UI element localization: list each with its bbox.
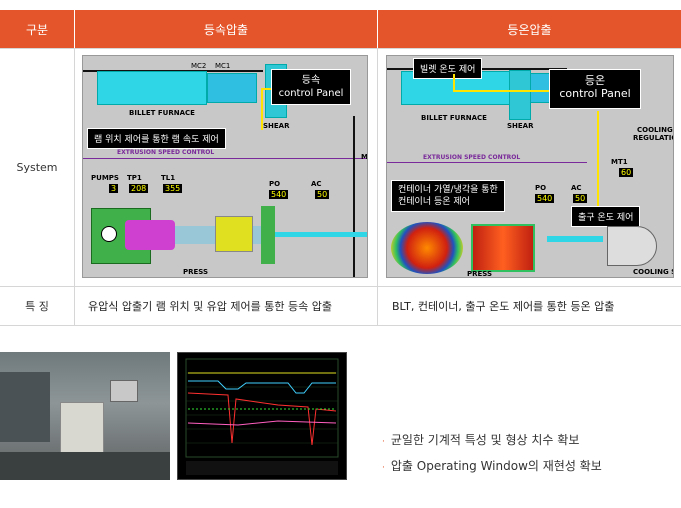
- floor: [0, 452, 170, 480]
- tl1-label: TL1: [161, 174, 176, 182]
- ac-value: 50: [573, 194, 588, 203]
- mt1-value: 60: [619, 168, 634, 177]
- monitor: [110, 380, 138, 402]
- billet-furnace: [97, 71, 207, 105]
- furnace-label: BILLET FURNACE: [421, 114, 487, 122]
- cooling-system-label: COOLING SY: [633, 268, 673, 276]
- constant-speed-scada-diagram: MC2 MC1 BILLET FURNACE SHEAR 등속 control …: [82, 55, 368, 278]
- section-label: EXTRUSION SPEED CONTROL: [423, 154, 521, 161]
- benefit-item: · 균일한 기계적 특성 및 형상 치수 확보: [382, 428, 602, 454]
- feature-constant-speed: 유압식 압출기 램 위치 및 유압 제어를 통한 등속 압출: [88, 299, 332, 313]
- po-value: 540: [535, 194, 555, 203]
- press-label: PRESS: [467, 270, 493, 278]
- bullet-dot-icon: ·: [382, 463, 385, 473]
- shear-label: SHEAR: [263, 122, 290, 130]
- trend-line-cyan: [188, 380, 336, 394]
- divider: [0, 286, 681, 287]
- benefit-list: · 균일한 기계적 특성 및 형상 치수 확보 · 압출 Operating Win…: [382, 428, 602, 480]
- tp1-label: TP1: [127, 174, 142, 182]
- divider: [83, 158, 367, 159]
- ac-label: AC: [571, 184, 582, 192]
- benefit-text: 압출 Operating Window의 재현성 확보: [390, 459, 602, 473]
- extrudate-line: [547, 236, 603, 242]
- row-label-features: 특 징: [25, 299, 49, 313]
- ram-cylinder: [125, 220, 175, 250]
- gauge-icon: [101, 226, 117, 242]
- section-label: EXTRUSION SPEED CONTROL: [117, 149, 215, 156]
- po-label: PO: [269, 180, 281, 188]
- trend-line-pink: [187, 420, 337, 426]
- signal-line: [453, 74, 455, 92]
- po-value: 540: [269, 190, 289, 199]
- pumps-value: 3: [109, 184, 119, 193]
- die-platen: [261, 206, 275, 264]
- signal-line: [597, 111, 599, 211]
- container-cutaway: [391, 222, 463, 274]
- pipe-line: [353, 116, 355, 277]
- cooling-regulation-line2: REGULATION: [633, 134, 673, 142]
- trend-line-red: [187, 392, 337, 446]
- mc2-label: MC2: [191, 62, 207, 70]
- press-label: PRESS: [183, 268, 209, 276]
- shear-label: SHEAR: [507, 122, 534, 130]
- container-temp-callout: 컨테이너 가열/냉각을 통한 컨테이너 등온 제어: [391, 180, 505, 212]
- callout-line2: 컨테이너 등온 제어: [398, 197, 470, 207]
- billet-furnace-section: [207, 73, 257, 103]
- tl1-value: 355: [163, 184, 183, 193]
- tp1-value: 208: [129, 184, 149, 193]
- shear: [509, 70, 531, 120]
- control-panel-box: 등속 control Panel: [271, 69, 351, 105]
- panel-line2: control Panel: [559, 87, 631, 100]
- bullet-dot-icon: ·: [382, 437, 385, 447]
- ram-speed-callout: 램 위치 제어를 통한 램 속도 제어: [87, 128, 226, 149]
- pumps-label: PUMPS: [91, 174, 119, 182]
- furnace-label: BILLET FURNACE: [129, 109, 195, 117]
- exit-temp-callout: 출구 온도 제어: [571, 206, 641, 227]
- mc1-label: MC1: [215, 62, 231, 70]
- extrudate-line: [275, 232, 367, 237]
- divider: [387, 162, 587, 163]
- divider: [377, 48, 378, 325]
- benefit-item: · 압출 Operating Window의 재현성 확보: [382, 454, 602, 480]
- cooling-regulation-line1: COOLING: [637, 126, 673, 134]
- billet-temp-callout: 빌렛 온도 제어: [413, 58, 483, 79]
- panel-line1: 등속: [301, 75, 321, 86]
- cooling-unit: [607, 226, 657, 266]
- feature-isothermal: BLT, 컨테이너, 출구 온도 제어를 통한 등온 압출: [392, 299, 615, 313]
- panel-line1: 등온: [584, 74, 606, 87]
- ac-value: 50: [315, 190, 330, 199]
- header-isothermal: 등온압출: [378, 10, 681, 48]
- benefit-text: 균일한 기계적 특성 및 형상 치수 확보: [390, 433, 580, 447]
- container: [215, 216, 253, 252]
- divider: [0, 48, 681, 49]
- control-panel-box: 등온 control Panel: [549, 69, 641, 109]
- process-trend-graph: [177, 352, 347, 480]
- row-label-system: System: [16, 160, 58, 174]
- trend-chart: [185, 358, 339, 475]
- isothermal-scada-diagram: BILLET FURNACE SHEAR 빌렛 온도 제어 등온 control…: [386, 55, 674, 278]
- container-cutaway-body: [471, 224, 535, 272]
- divider: [0, 325, 681, 326]
- signal-line: [261, 88, 263, 130]
- divider: [74, 48, 75, 325]
- mt1-label: MT1: [611, 158, 628, 166]
- legend-area: [186, 461, 338, 475]
- po-label: PO: [535, 184, 547, 192]
- callout-line1: 컨테이너 가열/냉각을 통한: [398, 185, 498, 195]
- m-label: M: [361, 153, 368, 161]
- ac-label: AC: [311, 180, 322, 188]
- header-category: 구분: [0, 10, 74, 48]
- equipment-photo: [0, 352, 170, 480]
- signal-line: [453, 90, 565, 92]
- plot-area: [185, 358, 339, 458]
- control-desk: [0, 372, 50, 442]
- header-constant-speed: 등속압출: [75, 10, 377, 48]
- panel-line2: control Panel: [278, 88, 344, 99]
